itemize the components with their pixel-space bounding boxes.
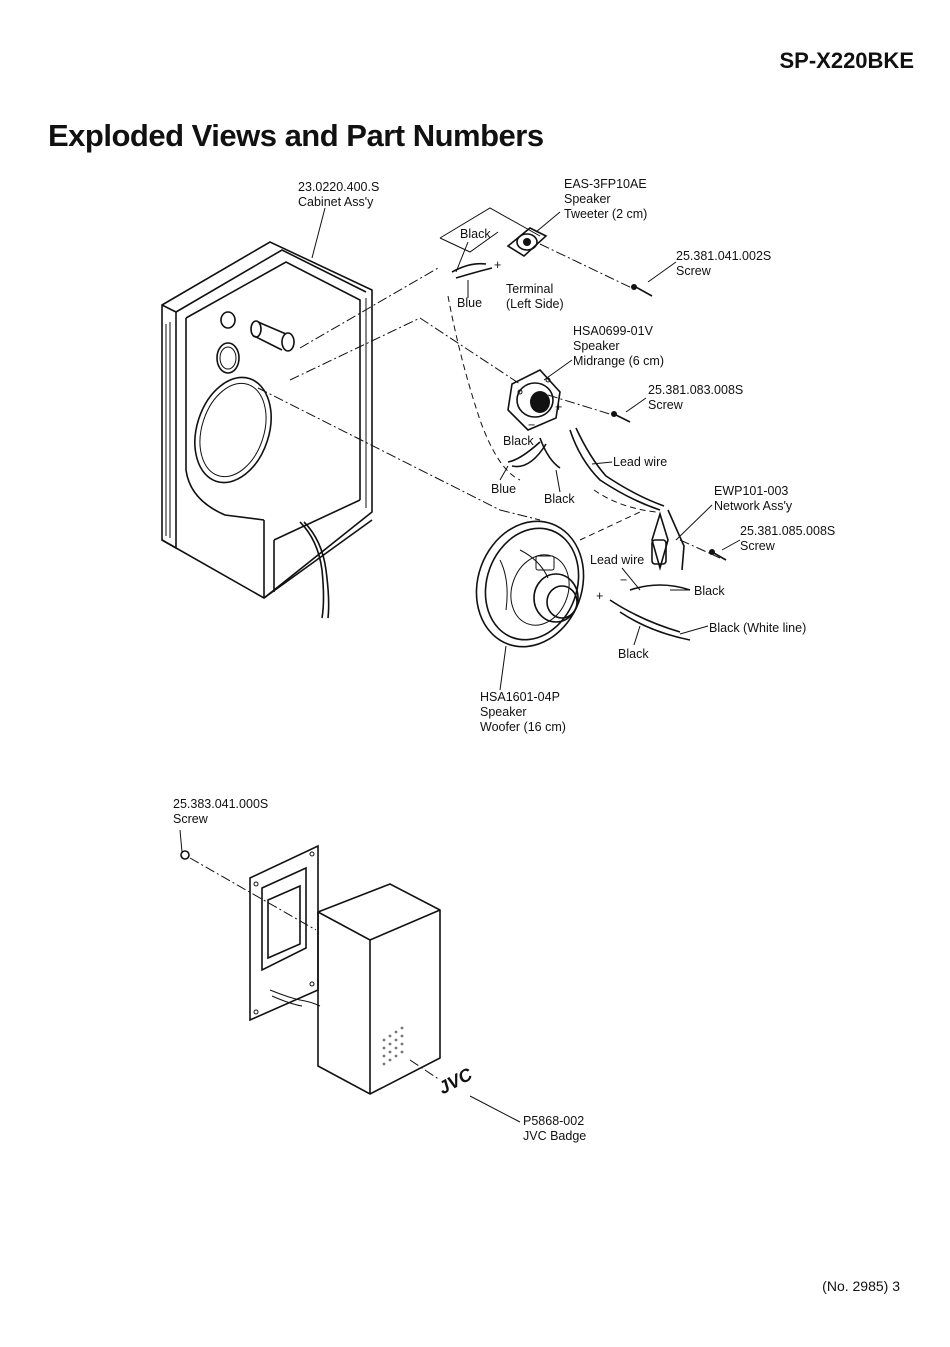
badge-label: P5868-002 JVC Badge (523, 1114, 586, 1144)
badge-part-number: P5868-002 (523, 1114, 585, 1128)
screw1-name: Screw (676, 264, 711, 278)
cabinet-name: Cabinet Ass'y (298, 195, 374, 209)
screw1-label: 25.381.041.002S Screw (676, 249, 771, 279)
terminal-name: Terminal (506, 282, 554, 296)
sign-minus-midrange: − (528, 418, 536, 432)
network-drawing (651, 509, 685, 571)
tweeter-label: EAS-3FP10AE Speaker Tweeter (2 cm) (564, 177, 647, 222)
woofer-name: Speaker (480, 705, 527, 719)
lead-wire-2: Lead wire (590, 553, 645, 567)
terminal-label: Terminal (Left Side) (506, 282, 564, 312)
wire-blue-mid: Blue (491, 482, 517, 496)
wire-black-top: Black (460, 227, 491, 241)
screw2-name: Screw (648, 398, 683, 412)
network-name: Network Ass'y (714, 499, 793, 513)
sign-plus-midrange: + (555, 400, 563, 414)
tweeter-drawing (439, 207, 548, 257)
sign-minus-network: − (620, 573, 628, 587)
screw3-label: 25.381.085.008S Screw (740, 524, 835, 554)
tweeter-part-number: EAS-3FP10AE (564, 177, 647, 191)
network-label: EWP101-003 Network Ass'y (714, 484, 792, 514)
sign-plus-network: + (596, 589, 604, 603)
woofer-desc: Woofer (16 cm) (480, 720, 566, 734)
screw1-part-number: 25.381.041.002S (676, 249, 772, 263)
woofer-label: HSA1601-04P Speaker Woofer (16 cm) (480, 690, 566, 735)
cabinet-drawing (161, 241, 373, 619)
screw4-name: Screw (173, 812, 208, 826)
wire-black-net: Black (694, 584, 725, 598)
wire-black-mid2: Black (544, 492, 575, 506)
screw4-part-number: 25.383.041.000S (173, 797, 269, 811)
wire-blue-top: Blue (457, 296, 483, 310)
cabinet-part-number: 23.0220.400.S (298, 180, 380, 194)
woofer-drawing (475, 520, 585, 648)
tweeter-desc: Tweeter (2 cm) (564, 207, 648, 221)
midrange-name: Speaker (573, 339, 620, 353)
midrange-drawing (507, 369, 561, 431)
screw2-part-number: 25.381.083.008S (648, 383, 744, 397)
network-part-number: EWP101-003 (714, 484, 789, 498)
wire-black-white-line: Black (White line) (709, 621, 807, 635)
terminal-desc: (Left Side) (506, 297, 564, 311)
screw3-part-number: 25.381.085.008S (740, 524, 836, 538)
page-number: (No. 2985) 3 (822, 1278, 900, 1294)
midrange-label: HSA0699-01V Speaker Midrange (6 cm) (573, 324, 664, 369)
screw4-label: 25.383.041.000S Screw (173, 797, 268, 827)
sign-plus-tweeter: + (494, 258, 502, 272)
wire-black-mid: Black (503, 434, 534, 448)
midrange-desc: Midrange (6 cm) (573, 354, 664, 368)
page-title: Exploded Views and Part Numbers (48, 118, 544, 153)
badge-name: JVC Badge (523, 1129, 587, 1143)
lead-wire-1: Lead wire (613, 455, 668, 469)
screw3-name: Screw (740, 539, 775, 553)
back-view-drawing (249, 844, 441, 1095)
cabinet-label: 23.0220.400.S Cabinet Ass'y (298, 180, 379, 210)
woofer-part-number: HSA1601-04P (480, 690, 560, 704)
wire-black-bottom: Black (618, 647, 649, 661)
screw2-label: 25.381.083.008S Screw (648, 383, 743, 413)
tweeter-name: Speaker (564, 192, 611, 206)
midrange-part-number: HSA0699-01V (573, 324, 653, 338)
model-number: SP-X220BKE (779, 48, 914, 73)
